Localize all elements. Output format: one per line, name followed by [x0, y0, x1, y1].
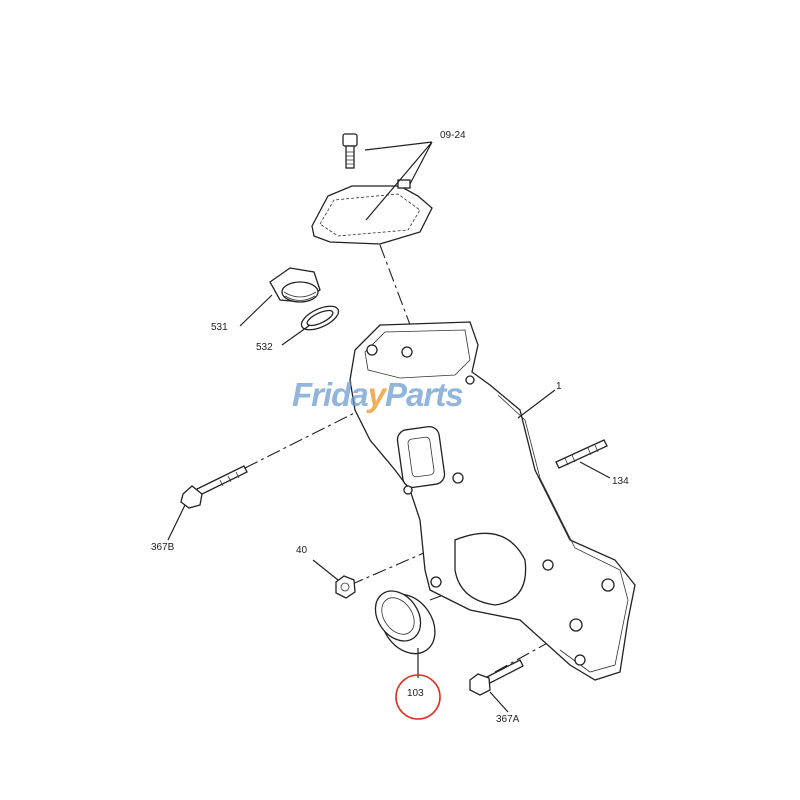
- label-531: 531: [211, 322, 228, 333]
- front-cover-1: [349, 321, 636, 681]
- label-532: 532: [256, 342, 273, 353]
- label-367b: 367B: [151, 542, 175, 553]
- center-line-cover: [379, 244, 413, 331]
- label-40: 40: [296, 545, 308, 556]
- label-09-24: 09-24: [440, 130, 466, 141]
- bolt-367b: [180, 465, 248, 509]
- stud-134: [555, 439, 608, 469]
- bolt-367a: [469, 659, 524, 696]
- breather-cover: [311, 179, 433, 245]
- label-103: 103: [407, 688, 424, 699]
- highlight-circle-103: [395, 674, 441, 720]
- oil-seal-103: [374, 590, 436, 655]
- bolt-09-24: [342, 133, 358, 169]
- watermark-logo: FridayParts: [292, 376, 464, 413]
- filler-cap-531: [269, 267, 321, 303]
- label-134: 134: [612, 476, 629, 487]
- label-367a: 367A: [496, 714, 520, 725]
- label-1: 1: [556, 381, 562, 392]
- nut-40: [335, 575, 356, 599]
